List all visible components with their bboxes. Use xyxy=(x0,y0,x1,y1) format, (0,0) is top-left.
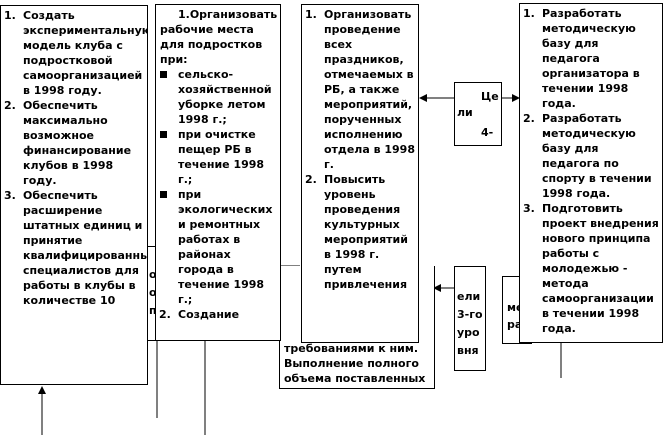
goal-item: 2.Повысить уровень проведения культурных… xyxy=(305,173,408,291)
goal3-line1: ели xyxy=(457,290,481,303)
goals-box-1: 1.Создать экспериментальную модель клуба… xyxy=(0,5,148,385)
square-bullet-icon xyxy=(160,131,167,138)
goal3-line3: уро xyxy=(457,326,480,339)
goals-box-3: 1.Организовать проведение всех празднико… xyxy=(301,4,419,343)
goal-item: 2.Разработать методическую базу для педа… xyxy=(523,112,652,200)
goals-level-3-box: ели 3-го уро вня xyxy=(454,266,486,371)
goal-item: 3.Обеспечить расширение штатных единиц и… xyxy=(4,189,148,307)
goal4-line1: Це xyxy=(481,90,499,103)
goal3-line2: 3-го xyxy=(457,308,483,321)
box2-intro: 1.Организовать рабочие места для подрост… xyxy=(160,8,278,66)
box3-continuation-text: требованиями к ним. Выполнение полного о… xyxy=(284,342,426,385)
bullet-item: сельско-хозяйственной уборке летом 1998 … xyxy=(156,67,278,127)
goals-level-4-box: Це ли 4- xyxy=(454,82,502,146)
goal4-line2: ли xyxy=(457,106,473,119)
goal-item: 1.Разработать методическую базу для педа… xyxy=(523,7,640,110)
square-bullet-icon xyxy=(160,191,167,198)
bullet-item: при экологических и ремонтных работах в … xyxy=(156,187,278,307)
goal-item: 1.Создать экспериментальную модель клуба… xyxy=(4,9,148,97)
goal3-line4: вня xyxy=(457,344,479,357)
goal4-line3: 4- xyxy=(481,126,494,139)
goal-item: 3.Подготовить проект внедрения нового пр… xyxy=(523,202,659,335)
goals-box-2: 1.Организовать рабочие места для подрост… xyxy=(155,4,281,341)
goal-item: 1.Организовать проведение всех празднико… xyxy=(305,8,415,171)
goal-item: 2.Создание xyxy=(159,308,240,321)
goal-item: 2.Обеспечить максимально возможное финан… xyxy=(4,99,132,187)
goals-box-4: 1.Разработать методическую базу для педа… xyxy=(519,3,663,343)
square-bullet-icon xyxy=(160,71,167,78)
hidden-text-ra: ра xyxy=(507,318,523,331)
bullet-item: при очистке пещер РБ в течение 1998 г.; xyxy=(156,127,278,187)
